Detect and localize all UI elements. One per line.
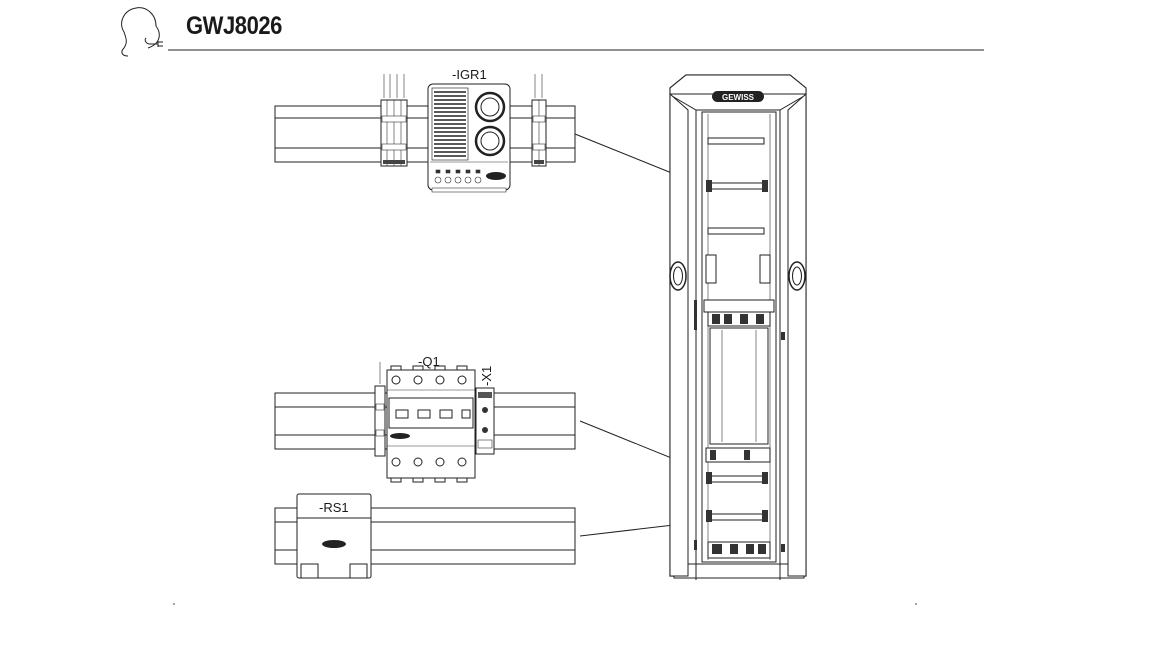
q1-bottom-screws [390,457,468,483]
igr1-label: -IGR1 [452,67,487,82]
cabinet-upper-rails [706,137,768,235]
cabinet-lower-rails [705,447,771,522]
q1-brand-mark [390,433,410,439]
igr1-status-leds [434,169,482,184]
cabinet-middle-components [707,311,771,445]
registration-mark-right [915,603,917,605]
terminal-q1-left [374,362,386,457]
igr1-brand-mark [486,172,506,180]
igr1-round-button-bottom [474,125,506,157]
x1-terminal [475,387,495,455]
cabinet-logo-badge [712,91,764,102]
right-side-socket [788,261,806,291]
igr1-round-button-top [474,91,506,123]
igr1-device [427,83,511,193]
rs1-brand-mark [322,540,346,548]
cabinet-bottom-terminals [707,541,771,559]
page-title: GWJ8026 [186,12,282,40]
rs1-label: -RS1 [319,500,349,515]
x1-label: -X1 [479,366,494,386]
charging-cabinet: GEWISS [669,74,807,580]
rs1-device [296,493,372,579]
left-side-socket [669,261,687,291]
q1-top-screws [390,365,468,385]
q1-breaker [386,365,476,483]
din-rail-top [274,105,576,163]
q1-toggle-levers [395,409,471,419]
q1-label: -Q1 [418,354,440,369]
person-plug-icon [121,7,163,57]
igr1-vent-grille [434,91,466,157]
terminal-block-right [531,74,547,167]
cabinet-logo-text: GEWISS [722,93,755,102]
registration-mark-left [173,603,175,605]
terminal-block-left [380,74,408,167]
